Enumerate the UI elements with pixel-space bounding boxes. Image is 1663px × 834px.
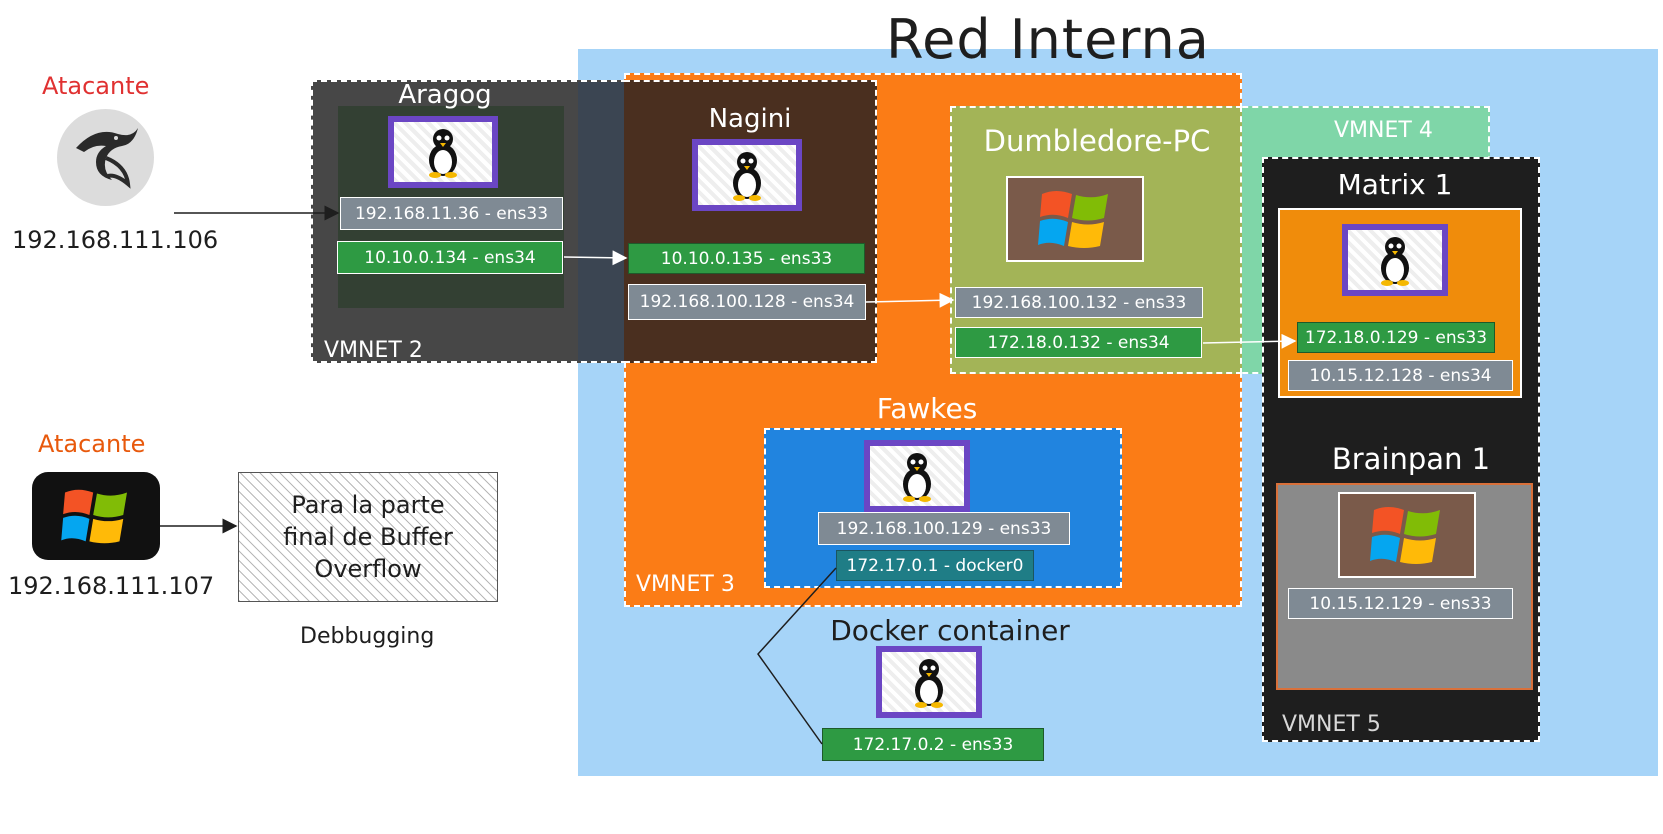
dumbledore-ip-ens33: 192.168.100.132 - ens33 [955,287,1203,318]
attacker1-label: Atacante [42,72,150,100]
diagram-title: Red Interna [886,8,1210,71]
debug-text-line1: Para la parte [291,491,445,519]
aragog-ip-ens33: 192.168.11.36 - ens33 [340,197,563,230]
fawkes-ip-ens33: 192.168.100.129 - ens33 [818,512,1070,545]
dumbledore-ip-ens34: 172.18.0.132 - ens34 [955,327,1202,358]
windows-logo-icon [61,489,127,544]
matrix-linux-box [1342,224,1448,296]
fawkes-linux-box [864,440,970,512]
vmnet3-label: VMNET 3 [636,572,735,597]
nagini-name: Nagini [708,104,792,134]
debug-text-line2: final de Buffer [283,523,453,551]
matrix-ip-ens33: 172.18.0.129 - ens33 [1297,322,1495,353]
attacker2-ip: 192.168.111.107 [8,572,215,600]
nagini-ip-ens34: 192.168.100.128 - ens34 [628,284,866,320]
brainpan-windows-box [1338,492,1476,578]
fawkes-name: Fawkes [876,392,978,425]
matrix-name: Matrix 1 [1337,168,1453,201]
linux-tux-icon [429,129,457,178]
debugging-caption: Debbugging [300,624,435,649]
linux-tux-icon [915,659,943,708]
debug-text-line3: Overflow [314,555,422,583]
vmnet2-label: VMNET 2 [324,338,423,363]
windows-logo-icon [1370,507,1440,564]
brainpan-name: Brainpan 1 [1331,442,1491,476]
docker-name: Docker container [830,614,1070,647]
vmnet4-label: VMNET 4 [1334,118,1433,143]
linux-tux-icon [1381,237,1409,286]
docker-ip-ens33: 172.17.0.2 - ens33 [822,728,1044,761]
dumbledore-windows-box [1006,176,1144,262]
aragog-ip-ens34: 10.10.0.134 - ens34 [337,241,563,274]
aragog-linux-box [388,116,498,188]
docker-linux-box [876,646,982,718]
nagini-ip-ens33: 10.10.0.135 - ens33 [628,243,865,274]
linux-tux-icon [733,152,761,201]
windows-attacker-icon [32,472,160,560]
attacker1-ip: 192.168.111.106 [12,226,219,254]
vmnet2-overlap [578,82,624,361]
nagini-linux-box [692,139,802,211]
windows-logo-icon [1038,191,1108,248]
debugging-box: Para la parte final de Buffer Overflow [238,472,498,602]
aragog-name: Aragog [398,80,492,110]
matrix-ip-ens34: 10.15.12.128 - ens34 [1288,360,1513,391]
vmnet5-label: VMNET 5 [1282,712,1381,737]
brainpan-ip-ens33: 10.15.12.129 - ens33 [1288,588,1513,619]
linux-tux-icon [903,453,931,502]
dumbledore-name: Dumbledore-PC [983,124,1211,158]
attacker2-label: Atacante [38,430,146,458]
kali-dragon-icon [57,109,154,206]
fawkes-ip-docker0: 172.17.0.1 - docker0 [836,550,1034,581]
